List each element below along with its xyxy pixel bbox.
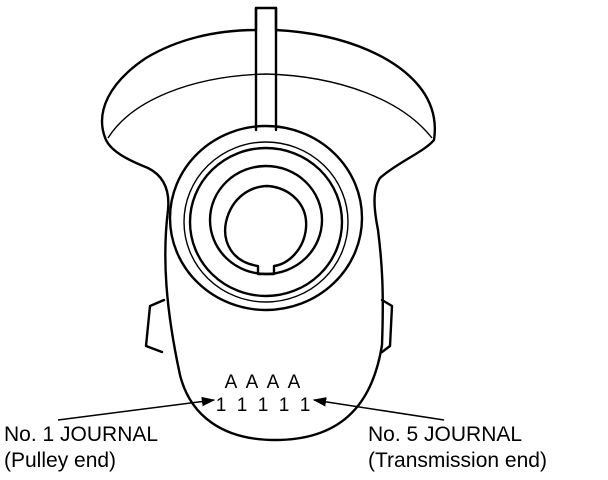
middle-ring	[183, 141, 349, 303]
bore-letter-mark: A	[267, 372, 280, 393]
callout-no1-journal: No. 1 JOURNAL (Pulley end)	[4, 422, 158, 474]
callout-no1-journal-title: No. 1 JOURNAL	[4, 423, 159, 446]
bore-letter-mark: A	[225, 372, 238, 393]
right-side-flange	[380, 298, 394, 354]
callout-no5-journal-note: (Transmission end)	[368, 449, 547, 472]
callout-no1-journal-note: (Pulley end)	[4, 449, 117, 472]
bore-letter-codes: A A A A	[225, 372, 301, 393]
right-leader-arrow	[312, 397, 445, 421]
bore-letter-mark: A	[246, 372, 259, 393]
crankshaft-outline	[100, 6, 436, 442]
journal-number-mark: 1	[279, 395, 290, 416]
bore-letter-mark: A	[288, 372, 301, 393]
journal-number-codes: 1 1 1 1 1	[216, 395, 311, 416]
callout-no5-journal-title: No. 5 JOURNAL	[368, 423, 523, 446]
top-channel	[254, 6, 278, 132]
journal-number-mark: 1	[237, 395, 248, 416]
center-bore-with-keyway	[223, 184, 308, 276]
journal-number-mark: 1	[300, 395, 311, 416]
counterweight-contour	[107, 73, 433, 139]
middle-ring-inner	[188, 146, 344, 298]
callout-no5-journal: No. 5 JOURNAL (Transmission end)	[368, 422, 547, 474]
left-leader-arrow	[57, 396, 216, 421]
left-side-flange	[144, 298, 166, 354]
journal-number-mark: 1	[216, 395, 227, 416]
outer-journal-circle	[168, 124, 364, 312]
journal-number-mark: 1	[258, 395, 269, 416]
